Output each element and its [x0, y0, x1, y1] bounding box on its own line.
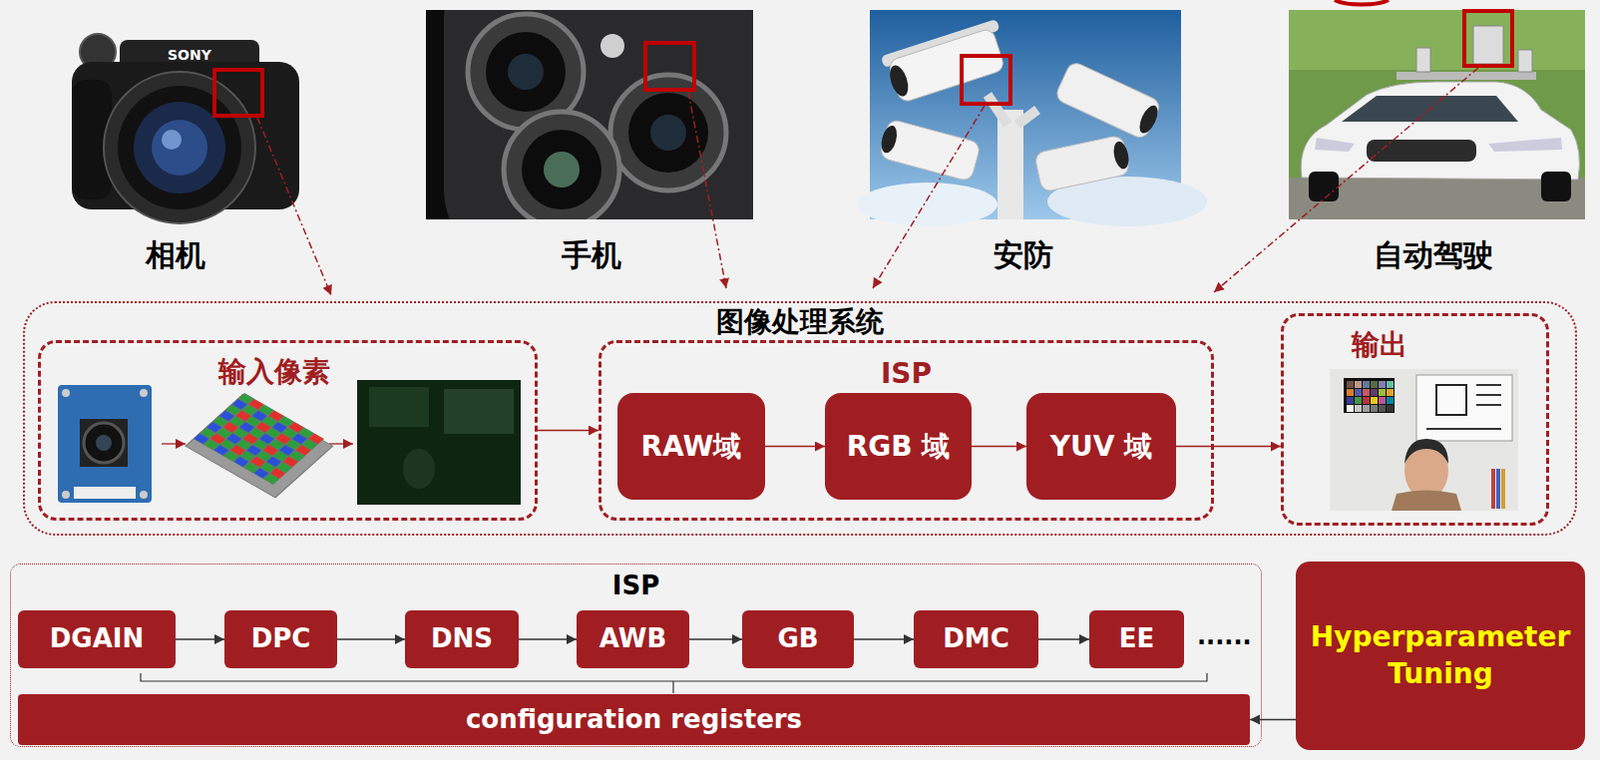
- module-box: DPC: [224, 610, 338, 669]
- module-box: AWB: [576, 610, 690, 669]
- security-photo: [857, 9, 1207, 227]
- isp-group: ISP RAW域 RGB 域 YUV 域: [598, 340, 1214, 521]
- box-label: GB: [777, 623, 818, 655]
- flow-arrow: [175, 638, 225, 640]
- brand-text: SONY: [167, 46, 212, 64]
- box-label: YUV 域: [1050, 429, 1153, 464]
- box-label: RGB 域: [846, 429, 951, 464]
- red-arc: [1334, 0, 1389, 5]
- module-box: DNS: [404, 610, 519, 669]
- flow-arrow: [689, 638, 743, 640]
- register-bar: configuration registers: [17, 694, 1250, 746]
- device-label: 手机: [561, 237, 622, 274]
- car-photo: [1288, 9, 1586, 220]
- ellipsis: ......: [1197, 622, 1252, 652]
- register-bracket: [140, 673, 1207, 694]
- flow-arrow: [971, 445, 1027, 447]
- input-group: 输入像素: [37, 340, 538, 521]
- box-label: AWB: [599, 623, 667, 655]
- box-label: DNS: [430, 623, 493, 655]
- domain-box: YUV 域: [1026, 393, 1177, 500]
- bayer-filter: [185, 393, 334, 498]
- domain-box: RAW域: [617, 393, 766, 500]
- output-image: [1329, 369, 1519, 511]
- box-label: RAW域: [641, 429, 743, 464]
- isp-pipeline-region: ISP DGAIN DPC DNS AWB GB DMC EE configuration re…: [9, 563, 1262, 748]
- device-label: 相机: [145, 237, 206, 274]
- group-title: ISP: [601, 357, 1211, 392]
- flow-arrow: [537, 429, 599, 431]
- system-region: 图像处理系统输入像素 ISP RAW域 RGB 域 YUV 域 输出: [22, 301, 1578, 536]
- raw-image: [357, 380, 521, 505]
- box-label: configuration registers: [465, 704, 802, 736]
- module-box: EE: [1089, 610, 1185, 669]
- flow-arrow: [765, 445, 825, 447]
- leader-arrows: [257, 67, 1479, 296]
- output-group: 输出: [1280, 313, 1550, 526]
- device-label: 自动驾驶: [1373, 237, 1494, 274]
- box-label: DPC: [251, 623, 312, 655]
- flow-arrow: [1249, 719, 1296, 721]
- group-title: 图像处理系统: [24, 305, 1576, 340]
- module-box: DMC: [913, 610, 1039, 669]
- module-box: GB: [742, 610, 854, 669]
- module-box: DGAIN: [17, 610, 176, 669]
- phone-photo: [425, 0, 863, 270]
- tuning-box: Hyperparameter Tuning: [1295, 561, 1586, 751]
- sensor-module: [57, 385, 152, 503]
- flow-arrow: [518, 638, 577, 640]
- box-label: DGAIN: [49, 623, 144, 655]
- group-title: 输出: [1351, 328, 1408, 363]
- domain-box: RGB 域: [824, 393, 972, 500]
- device-label: 安防: [993, 237, 1054, 274]
- flow-arrow: [337, 638, 405, 640]
- flow-arrow: [1176, 445, 1281, 447]
- camera-photo: [71, 33, 300, 224]
- group-title: ISP: [10, 570, 1261, 602]
- box-label: EE: [1119, 623, 1156, 655]
- group-title: 输入像素: [218, 355, 331, 390]
- flow-arrow: [853, 638, 914, 640]
- box-label: Hyperparameter Tuning: [1295, 619, 1586, 693]
- box-label: DMC: [942, 623, 1010, 655]
- flow-arrow: [1038, 638, 1090, 640]
